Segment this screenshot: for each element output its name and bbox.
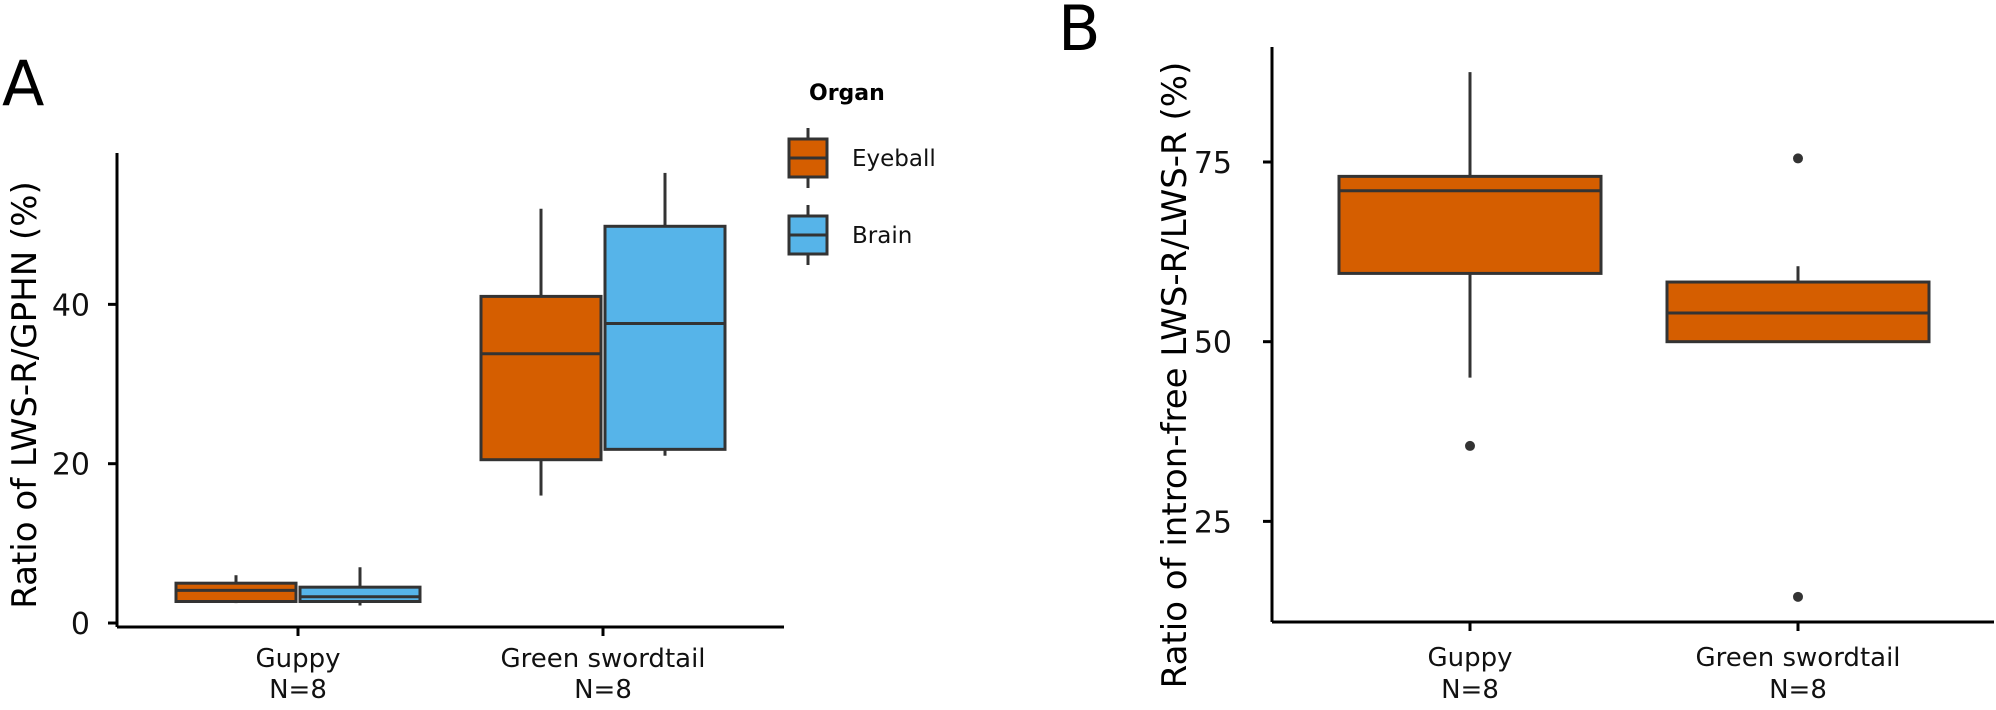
x-category-count: N=8 xyxy=(574,675,632,705)
box-outlier-point xyxy=(1465,440,1475,451)
box-iqr xyxy=(603,224,727,451)
y-tick-label: 50 xyxy=(1194,326,1232,361)
y-tick-label: 25 xyxy=(1194,505,1232,540)
y-tick-label: 0 xyxy=(71,607,90,642)
x-category-label: Green swordtail xyxy=(1695,643,1900,673)
legend-title: Organ xyxy=(809,81,885,106)
x-category-label: Green swordtail xyxy=(500,644,705,674)
x-category-count: N=8 xyxy=(1769,675,1827,705)
panel-a-plot: Ratio of LWS-R/GPHN (%) 02040GuppyN=8Gre… xyxy=(5,153,784,705)
box-outlier-point xyxy=(1793,591,1803,602)
box-iqr xyxy=(479,294,603,462)
legend-label: Eyeball xyxy=(852,146,936,172)
panel-a-y-axis-title: Ratio of LWS-R/GPHN (%) xyxy=(5,181,45,609)
box-iqr xyxy=(298,585,422,604)
panel-b-label: B xyxy=(1058,0,1101,65)
panel-a-label: A xyxy=(2,47,44,120)
y-tick-label: 75 xyxy=(1194,146,1232,181)
panel-b-plot: Ratio of intron-free LWS-R/LWS-R (%) 25 5… xyxy=(1155,47,1994,705)
x-category-count: N=8 xyxy=(1441,675,1499,705)
legend-label: Brain xyxy=(852,223,912,249)
box-iqr xyxy=(1337,174,1603,275)
x-category-label: Guppy xyxy=(255,644,340,674)
y-tick-label: 20 xyxy=(52,448,90,483)
box-outlier-point xyxy=(1793,153,1803,164)
box-iqr xyxy=(174,581,298,604)
y-tick-label: 40 xyxy=(52,288,90,323)
x-category-label: Guppy xyxy=(1427,643,1512,673)
panel-b-y-axis-title: Ratio of intron-free LWS-R/LWS-R (%) xyxy=(1155,62,1195,689)
x-category-count: N=8 xyxy=(269,675,327,705)
